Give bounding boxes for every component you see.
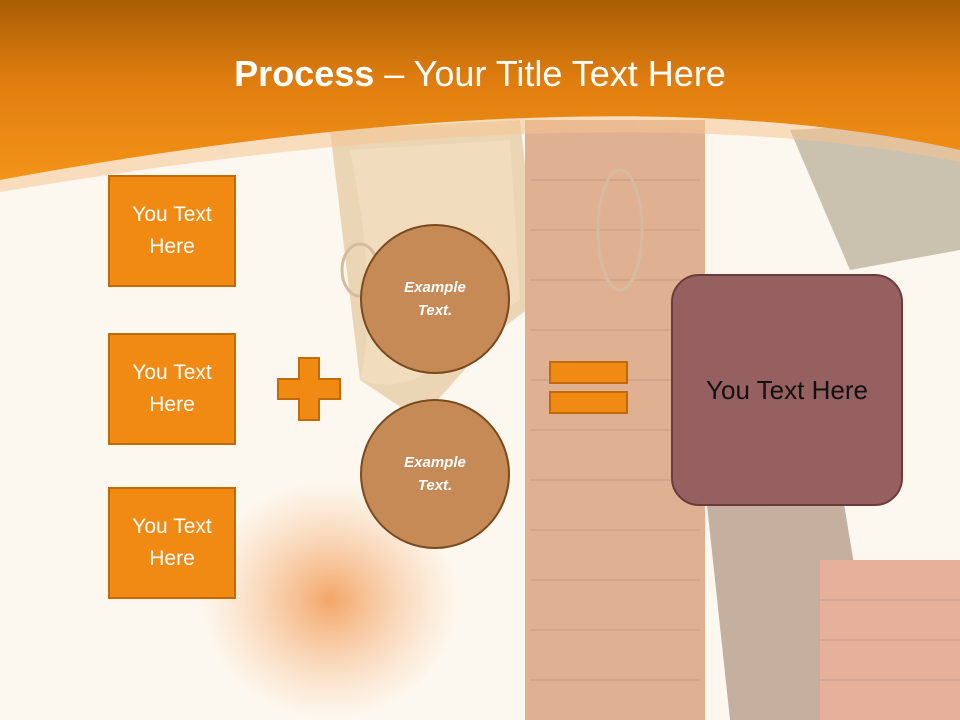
input-box-1: You Text Here [108, 175, 236, 287]
input-box-2: You Text Here [108, 333, 236, 445]
equals-icon [549, 361, 628, 414]
plus-icon [277, 357, 341, 421]
slide-title: Process – Your Title Text Here [0, 52, 960, 96]
title-bold: Process [234, 53, 375, 94]
result-box: You Text Here [671, 274, 903, 506]
example-circle-1: Example Text. [360, 224, 510, 374]
title-rest: – Your Title Text Here [374, 53, 726, 94]
example-circle-2: Example Text. [360, 399, 510, 549]
input-box-3: You Text Here [108, 487, 236, 599]
